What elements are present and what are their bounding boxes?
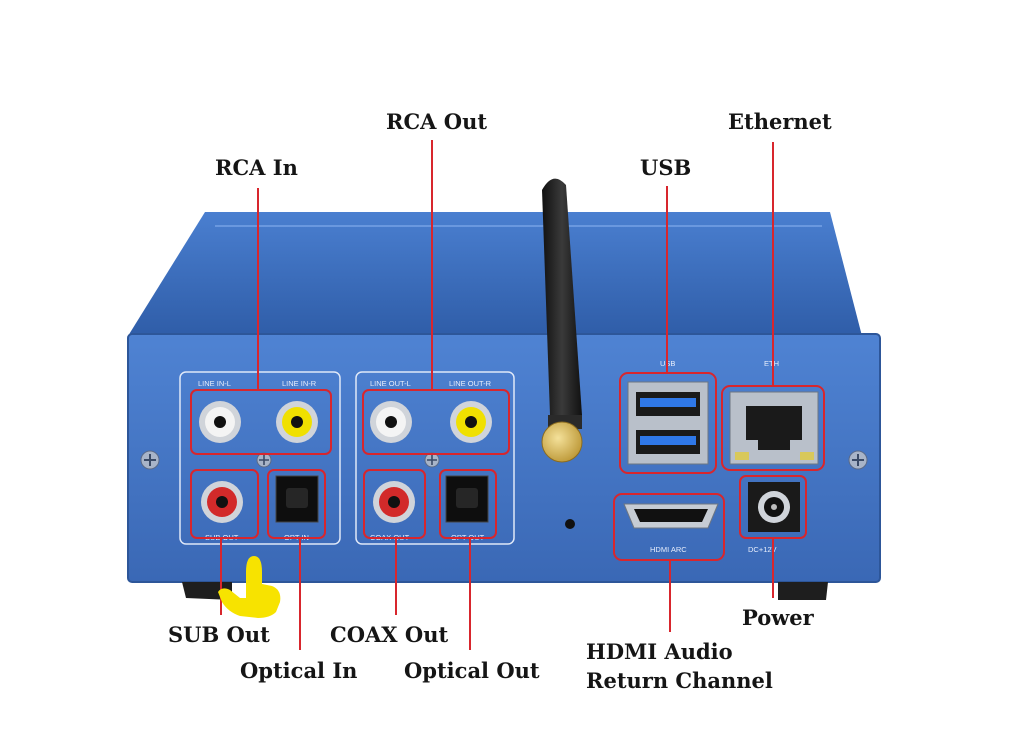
highlight-optical-out (439, 469, 497, 539)
highlight-rca-in (190, 389, 332, 455)
panel-label-eth: ETH (764, 359, 779, 368)
optical-out-port (445, 475, 489, 523)
callout-optical-in: Optical In (240, 658, 358, 683)
screw-icon (256, 452, 272, 468)
rca-in-left-jack (199, 401, 241, 443)
sub-out-jack (201, 481, 243, 523)
highlight-sub-out (190, 469, 259, 539)
callout-power: Power (742, 605, 814, 630)
coax-out-jack (373, 481, 415, 523)
panel-label-line-out-l: LINE OUT-L (370, 379, 411, 388)
ethernet-port (729, 391, 819, 465)
highlight-optical-in (267, 469, 326, 539)
highlight-rca-out (362, 389, 510, 455)
antenna-icon (541, 178, 583, 463)
optical-in-port (275, 475, 319, 523)
usb-port-stack (627, 381, 709, 465)
panel-label-line-in-r: LINE IN-R (282, 379, 317, 388)
callout-usb: USB (640, 155, 692, 180)
screw-icon (424, 452, 440, 468)
pointer-hand-icon (218, 556, 281, 618)
panel-label-line-out-r: LINE OUT-R (449, 379, 492, 388)
callout-hdmi-line2: Return Channel (586, 668, 773, 693)
rca-out-right-jack (450, 401, 492, 443)
panel-label-line-in-l: LINE IN-L (198, 379, 231, 388)
chassis-top (128, 212, 862, 336)
dc-power-jack (748, 482, 800, 532)
foot-right (778, 582, 828, 600)
panel-label-hdmi-arc: HDMI ARC (650, 545, 687, 554)
screw-icon (140, 450, 160, 470)
rca-in-right-jack (276, 401, 318, 443)
reset-hole (565, 519, 575, 529)
callout-ethernet: Ethernet (728, 109, 832, 134)
callout-hdmi-line1: HDMI Audio (586, 639, 733, 664)
callout-coax-out: COAX Out (330, 622, 449, 647)
callout-rca-out: RCA Out (386, 109, 488, 134)
panel-label-dc: DC+12V (748, 545, 777, 554)
callout-rca-in: RCA In (215, 155, 298, 180)
callout-sub-out: SUB Out (168, 622, 270, 647)
highlight-coax-out (363, 469, 426, 539)
screw-icon (848, 450, 868, 470)
rca-out-left-jack (370, 401, 412, 443)
hdmi-port (623, 503, 719, 529)
callout-optical-out: Optical Out (404, 658, 540, 683)
